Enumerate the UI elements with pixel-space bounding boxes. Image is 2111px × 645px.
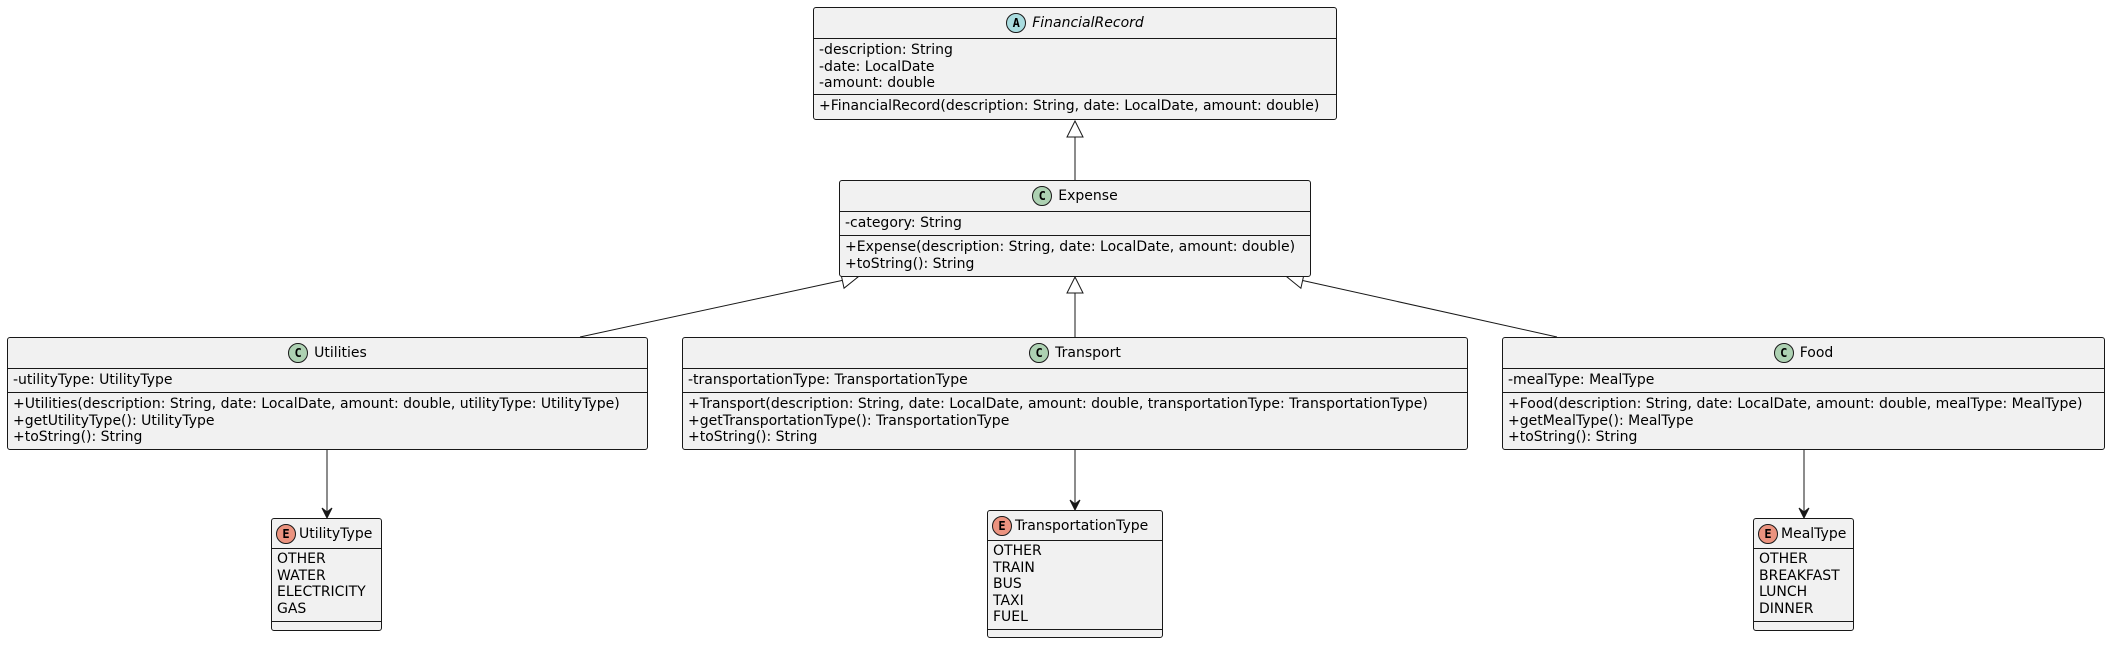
method: +getMealType(): MealType xyxy=(1508,412,1694,429)
class-financialrecord[interactable]: A FinancialRecord -description: String -… xyxy=(813,7,1337,120)
enum-value: OTHER xyxy=(277,551,326,567)
method: +Food(description: String, date: LocalDa… xyxy=(1508,396,2083,412)
method: +toString(): String xyxy=(688,429,818,445)
class-name: Transport xyxy=(1055,345,1121,361)
utilities-to-utilitytype-arrowhead xyxy=(321,507,333,520)
transport-to-transportationtype-arrowhead xyxy=(1069,499,1081,512)
food-to-expense-line xyxy=(1302,279,1558,338)
abstract-class-icon: A xyxy=(1006,13,1027,33)
class-food[interactable]: C Food -mealType: MealType +Food(descrip… xyxy=(1502,337,2105,450)
methods-section: +FinancialRecord(description: String, da… xyxy=(814,95,1336,117)
enum-icon: E xyxy=(992,515,1012,536)
enum-value: GAS xyxy=(277,600,307,617)
method: +getTransportationType(): Transportation… xyxy=(688,412,1010,429)
expense-to-financialrecord-arrowhead xyxy=(1066,119,1084,138)
enum-value: BREAKFAST xyxy=(1759,567,1840,584)
class-name: Expense xyxy=(1058,188,1118,204)
fields-section: -category: String xyxy=(840,212,1310,236)
class-transport[interactable]: C Transport -transportationType: Transpo… xyxy=(682,337,1468,450)
enum-empty-section xyxy=(272,622,381,626)
fields-section: -transportationType: TransportationType xyxy=(683,369,1467,393)
field: -category: String xyxy=(845,215,962,231)
enum-utilitytype[interactable]: E UtilityType OTHER WATER ELECTRICITY GA… xyxy=(271,518,382,631)
enum-header: E MealType xyxy=(1754,519,1853,549)
enum-value: BUS xyxy=(993,576,1022,592)
class-header: A FinancialRecord xyxy=(814,8,1336,39)
enum-value: TRAIN xyxy=(993,559,1035,576)
enum-name: TransportationType xyxy=(1015,517,1149,534)
method: +Expense(description: String, date: Loca… xyxy=(845,239,1296,255)
enum-name: MealType xyxy=(1781,525,1847,542)
method: +toString(): String xyxy=(845,255,975,272)
enum-value: FUEL xyxy=(993,609,1028,625)
enum-header: E UtilityType xyxy=(272,519,381,549)
enum-icon: E xyxy=(1758,523,1778,544)
class-icon: C xyxy=(1773,343,1794,363)
methods-section: +Utilities(description: String, date: Lo… xyxy=(8,393,647,448)
method: +toString(): String xyxy=(13,429,143,445)
class-name: FinancialRecord xyxy=(1032,15,1144,31)
class-icon: C xyxy=(288,343,309,363)
fields-section: -mealType: MealType xyxy=(1503,369,2104,393)
enum-empty-section xyxy=(988,630,1162,634)
enum-value: DINNER xyxy=(1759,600,1814,617)
class-header: C Utilities xyxy=(8,338,647,369)
enum-values-section: OTHER WATER ELECTRICITY GAS xyxy=(272,549,381,622)
enum-value: LUNCH xyxy=(1759,584,1808,600)
field: -mealType: MealType xyxy=(1508,372,1655,388)
methods-section: +Expense(description: String, date: Loca… xyxy=(840,236,1310,274)
transport-to-expense-arrowhead xyxy=(1066,275,1084,294)
class-header: C Expense xyxy=(840,181,1310,212)
enum-values-section: OTHER TRAIN BUS TAXI FUEL xyxy=(988,541,1162,630)
method: +Utilities(description: String, date: Lo… xyxy=(13,396,620,412)
enum-empty-section xyxy=(1754,622,1853,626)
method: +Transport(description: String, date: Lo… xyxy=(688,396,1428,412)
utilities-to-expense-line xyxy=(579,279,843,338)
field: -transportationType: TransportationType xyxy=(688,372,968,388)
class-expense[interactable]: C Expense -category: String +Expense(des… xyxy=(839,180,1311,277)
fields-section: -utilityType: UtilityType xyxy=(8,369,647,393)
field: -utilityType: UtilityType xyxy=(13,372,173,388)
field: -date: LocalDate xyxy=(819,58,935,75)
methods-section: +Transport(description: String, date: Lo… xyxy=(683,393,1467,448)
enum-value: ELECTRICITY xyxy=(277,584,366,600)
class-name: Food xyxy=(1799,345,1834,361)
class-name: Utilities xyxy=(314,345,367,361)
enum-value: OTHER xyxy=(993,543,1042,559)
enum-icon: E xyxy=(276,523,296,544)
food-to-mealtype-arrowhead xyxy=(1798,507,1810,520)
enum-transportationtype[interactable]: E TransportationType OTHER TRAIN BUS TAX… xyxy=(987,510,1163,638)
enum-value: TAXI xyxy=(993,592,1024,609)
enum-value: OTHER xyxy=(1759,551,1808,567)
method: +toString(): String xyxy=(1508,429,1638,445)
field: -description: String xyxy=(819,42,953,58)
enum-mealtype[interactable]: E MealType OTHER BREAKFAST LUNCH DINNER xyxy=(1753,518,1854,631)
class-utilities[interactable]: C Utilities -utilityType: UtilityType +U… xyxy=(7,337,648,450)
fields-section: -description: String -date: LocalDate -a… xyxy=(814,39,1336,95)
method: +FinancialRecord(description: String, da… xyxy=(819,98,1320,114)
class-header: C Transport xyxy=(683,338,1467,369)
method: +getUtilityType(): UtilityType xyxy=(13,412,215,429)
class-header: C Food xyxy=(1503,338,2104,369)
enum-header: E TransportationType xyxy=(988,511,1162,541)
methods-section: +Food(description: String, date: LocalDa… xyxy=(1503,393,2104,448)
enum-value: WATER xyxy=(277,567,326,584)
class-icon: C xyxy=(1032,186,1053,206)
enum-values-section: OTHER BREAKFAST LUNCH DINNER xyxy=(1754,549,1853,622)
enum-name: UtilityType xyxy=(299,525,373,542)
field: -amount: double xyxy=(819,75,935,91)
class-icon: C xyxy=(1029,343,1050,363)
